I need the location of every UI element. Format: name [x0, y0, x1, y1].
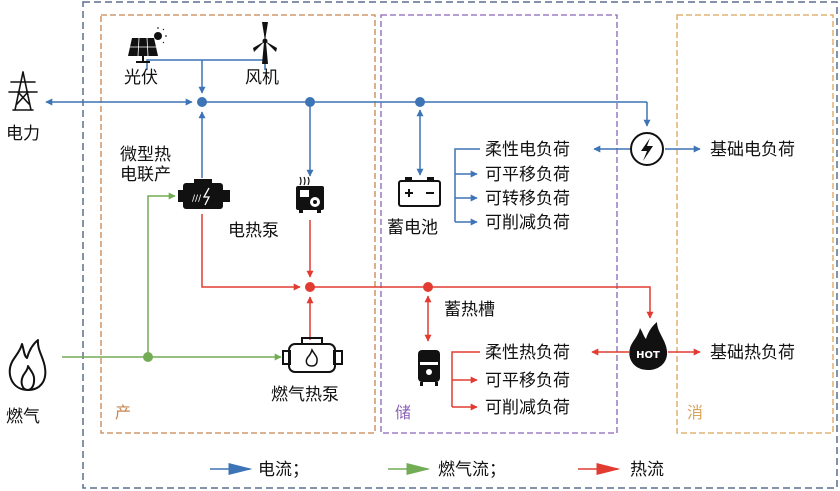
gas-heat-pump-label: 燃气热泵 — [271, 385, 339, 405]
produce-region-label: 产 — [115, 403, 131, 422]
store-region — [380, 14, 618, 434]
store-region-label: 储 — [395, 403, 411, 422]
svg-text:///: /// — [192, 194, 202, 204]
electric-subload-3: 可削减负荷 — [485, 213, 570, 233]
gas-to-chp — [147, 192, 176, 357]
pv-wind-link — [146, 59, 266, 70]
battery-icon — [398, 177, 441, 207]
base-electric-load-label: 基础电负荷 — [710, 140, 795, 160]
battery-label: 蓄电池 — [387, 218, 438, 238]
flex-electric-bracket — [454, 148, 480, 222]
gas-flame-icon — [8, 339, 47, 391]
electric-subload-2: 可转移负荷 — [485, 189, 570, 209]
consume-region-label: 消 — [687, 403, 703, 422]
gas-heat-pump-engine-icon — [282, 337, 343, 373]
produce-region — [100, 14, 376, 434]
flexible-heat-load-label: 柔性热负荷 — [485, 343, 570, 363]
power-tower-icon — [8, 71, 38, 111]
heat-subload-2: 可削减负荷 — [485, 398, 570, 418]
grid-label: 电力 — [6, 124, 40, 144]
pv-label: 光伏 — [124, 68, 158, 88]
lightning-hub-icon — [630, 132, 664, 166]
electric-subload-1: 可平移负荷 — [485, 165, 570, 185]
outer-boundary — [82, 1, 838, 489]
base-heat-load-label: 基础热负荷 — [710, 343, 795, 363]
wind-label: 风机 — [245, 68, 279, 88]
consume-region — [676, 14, 834, 434]
flex-heat-bracket — [451, 351, 480, 407]
legend-gas-label: 燃气流； — [438, 460, 506, 480]
wind-turbine-icon — [253, 22, 277, 64]
chp-label-line2: 电联产 — [120, 165, 171, 185]
electric-nodes — [197, 97, 425, 107]
flexible-electric-load-label: 柔性电负荷 — [485, 140, 570, 160]
heat-tank-label: 蓄热槽 — [444, 300, 495, 320]
gas-label: 燃气 — [6, 407, 40, 427]
heat-subload-1: 可平移负荷 — [485, 371, 570, 391]
hot-badge-label: HOT — [636, 350, 660, 361]
heat-storage-tank-icon — [418, 350, 440, 386]
heat-nodes — [305, 282, 433, 292]
chp-heat-out — [201, 214, 301, 291]
chp-label-line1: 微型热 — [120, 145, 171, 165]
electric-heat-pump-icon — [296, 176, 324, 213]
legend-heat-label: 热流 — [630, 460, 664, 480]
hot-hub-icon: HOT — [629, 322, 668, 370]
legend-electric-label: 电流； — [258, 460, 309, 480]
solar-panel-icon — [128, 27, 167, 63]
legend: 电流； 燃气流； 热流 — [210, 460, 664, 480]
gas-node — [143, 352, 153, 362]
electric-heat-pump-label: 电热泵 — [228, 221, 279, 241]
gas-flows — [62, 192, 282, 361]
micro-chp-engine-icon: /// — [178, 179, 230, 209]
